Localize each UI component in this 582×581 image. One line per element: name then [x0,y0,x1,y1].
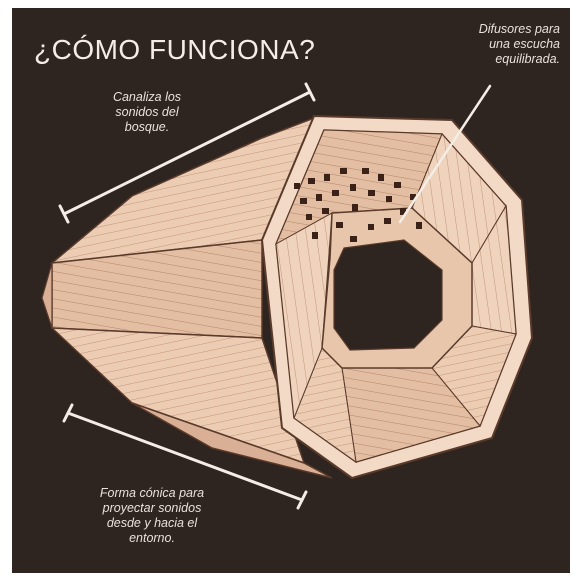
length-marker-top-cap-b [304,82,316,102]
cone-illustration [41,82,534,510]
annotation-line: desde y hacia el [106,516,198,530]
annotation-lines [58,82,492,510]
diagram-canvas: ¿CÓMO FUNCIONA? Canaliza los sonidos del… [12,8,570,573]
annotation-line: Canaliza los [112,90,182,104]
annotation-line: una escucha [489,37,560,51]
length-marker-bottom-cap-a [62,403,74,423]
annotation-diffusers: Difusores para una escucha equilibrada. [432,22,560,67]
annotation-conic-shape: Forma cónica para proyectar sonidos desd… [72,486,232,546]
annotation-line: proyectar sonidos [102,501,202,515]
cone-body [41,116,333,479]
length-marker-top [62,90,312,216]
annotation-channel: Canaliza los sonidos del bosque. [92,90,202,135]
annotation-line: Difusores para [478,22,560,36]
page-title: ¿CÓMO FUNCIONA? [34,34,316,65]
length-marker-bottom-cap-b [296,490,308,510]
length-marker-top-cap-a [58,204,70,224]
annotation-line: Forma cónica para [99,486,205,500]
length-marker-bottom [66,411,304,502]
annotation-line: bosque. [124,120,170,134]
annotation-line: equilibrada. [495,52,560,66]
interior-panels [274,129,517,464]
annotation-line: sonidos del [115,105,179,119]
annotation-line: entorno. [129,531,175,545]
diffuser-pattern [294,168,422,242]
diffuser-pointer [398,84,492,224]
